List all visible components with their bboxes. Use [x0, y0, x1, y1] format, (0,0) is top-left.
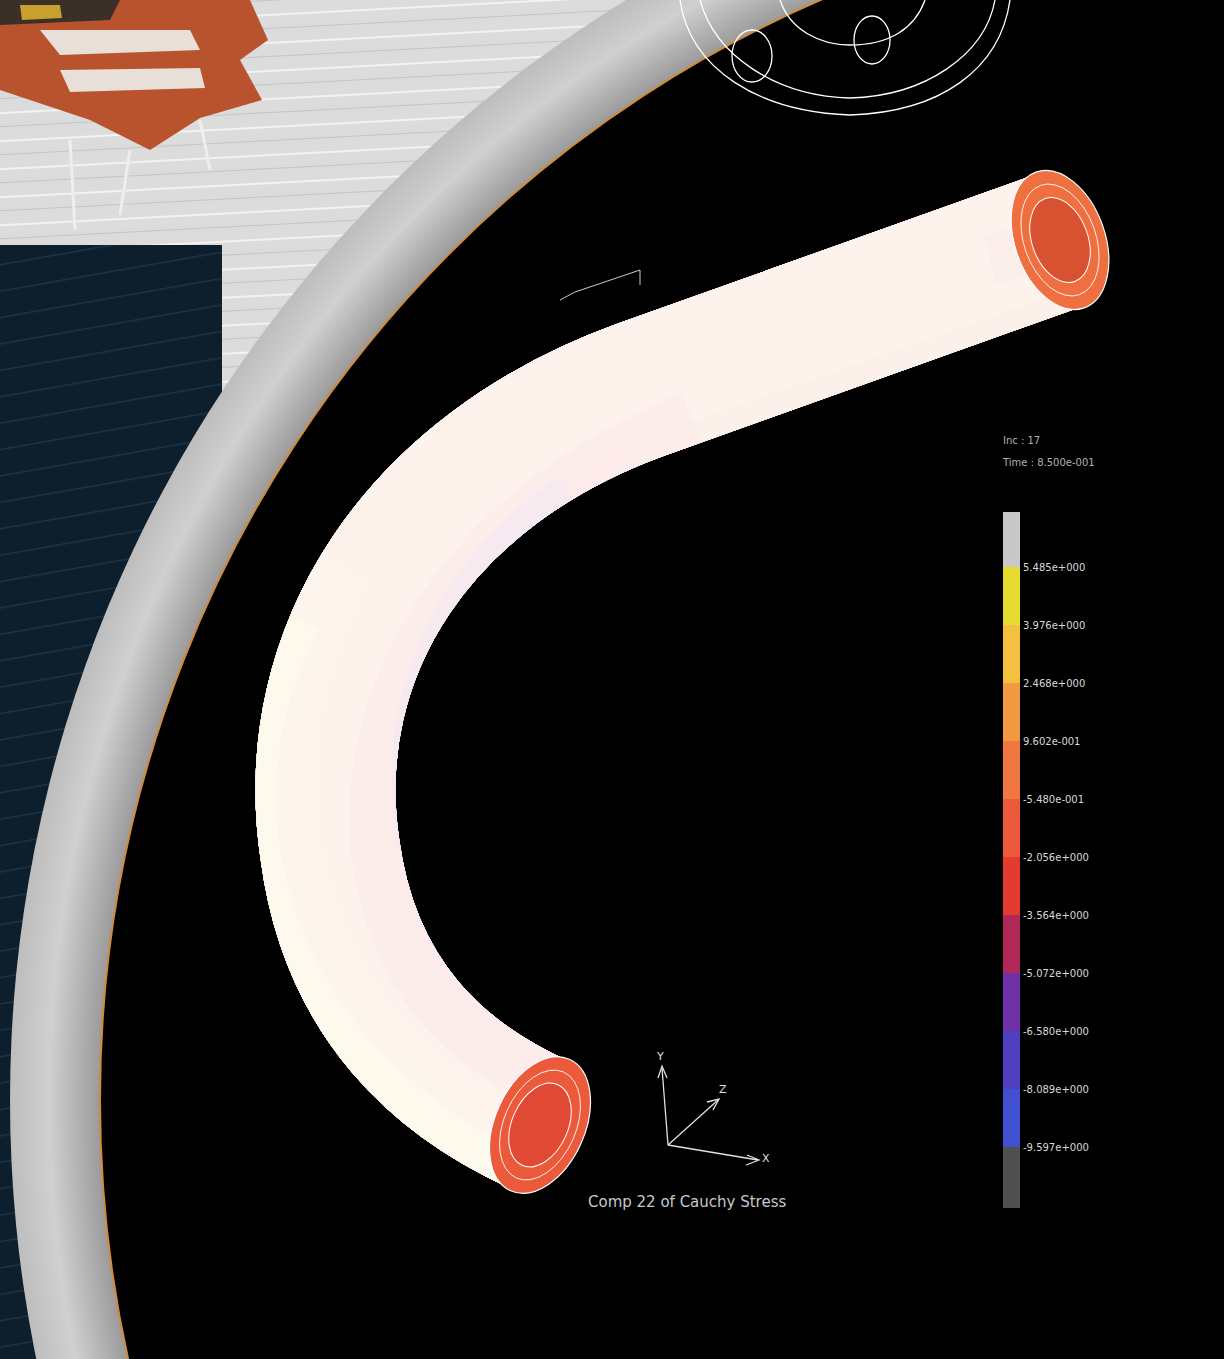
- scale-swatch: [1003, 857, 1020, 915]
- scale-value: 3.976e+000: [1023, 620, 1085, 631]
- scale-value: 5.485e+000: [1023, 562, 1085, 573]
- scale-swatch: [1003, 625, 1020, 683]
- scale-swatch: [1003, 741, 1020, 799]
- axis-label: Z: [719, 1083, 727, 1096]
- pipe-end-top: [993, 157, 1126, 323]
- scale-swatch: [1003, 973, 1020, 1031]
- scale-swatch: [1003, 799, 1020, 857]
- sleeve-step: [560, 270, 640, 300]
- scale-value: 9.602e-001: [1023, 736, 1080, 747]
- pipe-end-bottom: [470, 1041, 611, 1209]
- axis-triad: [658, 1066, 759, 1165]
- scale-value: 2.468e+000: [1023, 678, 1085, 689]
- scale-value: -6.580e+000: [1023, 1026, 1089, 1037]
- scale-value: -5.072e+000: [1023, 968, 1089, 979]
- scale-swatch: [1003, 683, 1020, 741]
- scale-top-band: [1003, 512, 1020, 567]
- scale-value: -3.564e+000: [1023, 910, 1089, 921]
- time-label: Time : 8.500e-001: [1003, 457, 1095, 468]
- scale-value: -9.597e+000: [1023, 1142, 1089, 1153]
- axis-label: X: [762, 1152, 770, 1165]
- plot-caption: Comp 22 of Cauchy Stress: [588, 1193, 786, 1211]
- scale-swatch: [1003, 1031, 1020, 1089]
- scale-value: -5.480e-001: [1023, 794, 1084, 805]
- scale-swatch: [1003, 1147, 1020, 1208]
- axis-label: Y: [657, 1050, 664, 1063]
- scale-swatch: [1003, 915, 1020, 973]
- scale-value: -2.056e+000: [1023, 852, 1089, 863]
- scale-swatch: [1003, 1089, 1020, 1147]
- scale-value: -8.089e+000: [1023, 1084, 1089, 1095]
- scale-swatch: [1003, 567, 1020, 625]
- increment-label: Inc : 17: [1003, 435, 1040, 446]
